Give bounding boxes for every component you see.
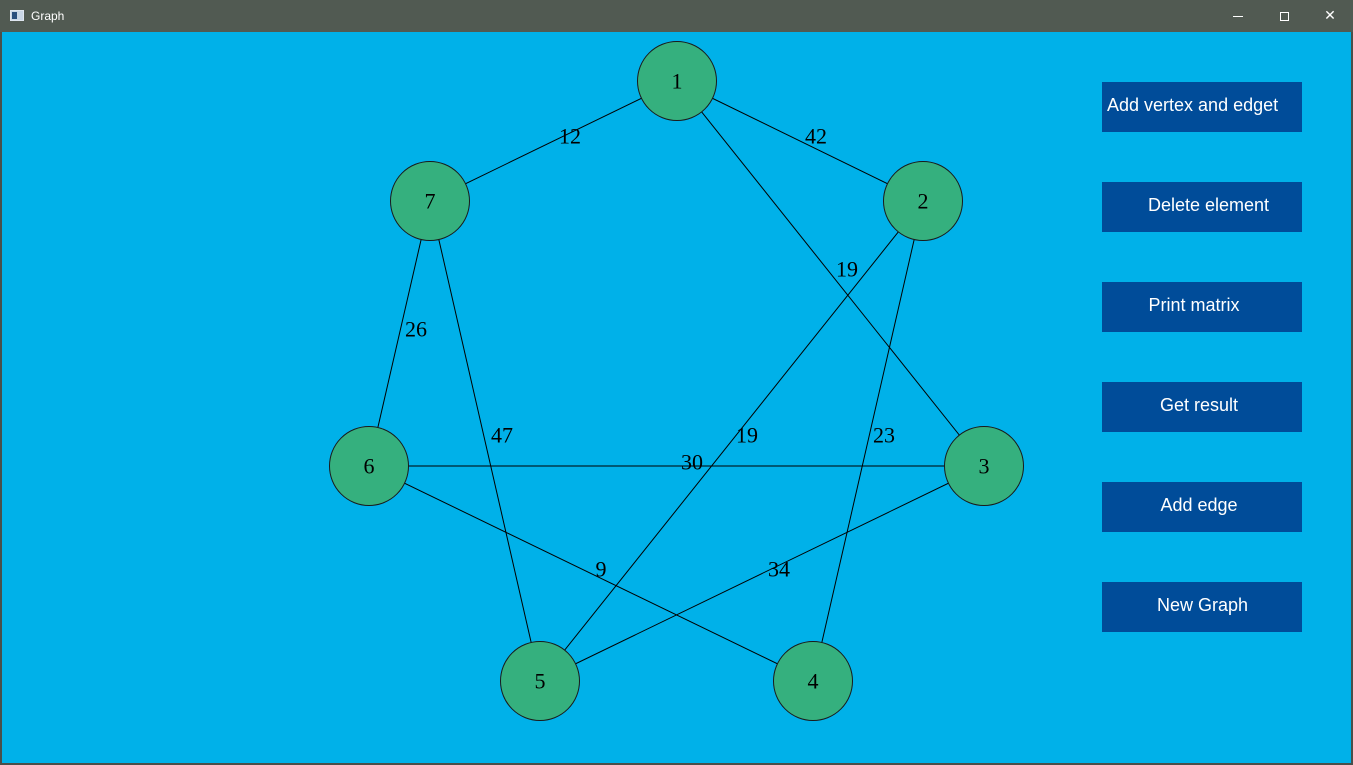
print-matrix-button[interactable]: Print matrix (1102, 282, 1302, 332)
edge-2-5[interactable] (539, 200, 924, 682)
edge-2-4[interactable] (812, 200, 924, 682)
minimize-button[interactable] (1215, 0, 1261, 32)
edge-1-7[interactable] (429, 80, 678, 202)
vertex-3[interactable]: 3 (944, 426, 1024, 506)
delete-element-button[interactable]: Delete element (1102, 182, 1302, 232)
edge-weight-label: 19 (736, 423, 758, 448)
edges-layer (368, 80, 985, 682)
edge-1-2[interactable] (676, 80, 924, 202)
vertex-circle[interactable] (500, 641, 580, 721)
vertex-circle[interactable] (637, 41, 717, 121)
vertex-5[interactable]: 5 (500, 641, 580, 721)
new-graph-button[interactable]: New Graph (1102, 582, 1302, 632)
vertex-label: 2 (918, 189, 929, 214)
vertex-circle[interactable] (773, 641, 853, 721)
vertex-4[interactable]: 4 (773, 641, 853, 721)
edge-6-4[interactable] (368, 465, 814, 682)
maximize-button[interactable] (1261, 0, 1307, 32)
edge-1-3[interactable] (676, 80, 985, 467)
vertex-label: 1 (672, 69, 683, 94)
add-edge-button[interactable]: Add edge (1102, 482, 1302, 532)
edge-weight-label: 47 (491, 423, 513, 448)
vertex-label: 3 (979, 454, 990, 479)
vertex-7[interactable]: 7 (390, 161, 470, 241)
close-icon: ✕ (1324, 8, 1336, 24)
get-result-button[interactable]: Get result (1102, 382, 1302, 432)
edge-weight-label: 23 (873, 423, 895, 448)
vertex-label: 7 (425, 189, 436, 214)
vertex-circle[interactable] (390, 161, 470, 241)
vertex-label: 4 (808, 669, 819, 694)
vertex-label: 6 (364, 454, 375, 479)
edge-7-6[interactable] (368, 200, 431, 467)
close-button[interactable]: ✕ (1307, 0, 1353, 32)
edge-weight-label: 26 (405, 317, 427, 342)
edge-weight-label: 34 (768, 557, 790, 582)
edge-7-5[interactable] (429, 200, 541, 682)
window-title: Graph (31, 9, 65, 23)
edge-3-5[interactable] (539, 465, 985, 682)
vertex-1[interactable]: 1 (637, 41, 717, 121)
app-window-icon (10, 10, 24, 21)
maximize-icon (1279, 11, 1289, 21)
edge-weight-label: 9 (596, 557, 607, 582)
vertex-2[interactable]: 2 (883, 161, 963, 241)
weights-layer: 12 42 19 26 47 19 23 30 9 34 (405, 124, 895, 582)
add-vertex-and-edge-button[interactable]: Add vertex and edget (1102, 82, 1302, 132)
vertex-circle[interactable] (329, 426, 409, 506)
minimize-icon (1233, 15, 1243, 17)
vertex-6[interactable]: 6 (329, 426, 409, 506)
edge-weight-label: 19 (836, 257, 858, 282)
edge-weight-label: 30 (681, 450, 703, 475)
title-bar[interactable]: Graph ✕ (0, 0, 1353, 32)
vertex-circle[interactable] (883, 161, 963, 241)
vertex-label: 5 (535, 669, 546, 694)
edge-weight-label: 12 (559, 124, 581, 149)
edge-weight-label: 42 (805, 124, 827, 149)
vertex-circle[interactable] (944, 426, 1024, 506)
